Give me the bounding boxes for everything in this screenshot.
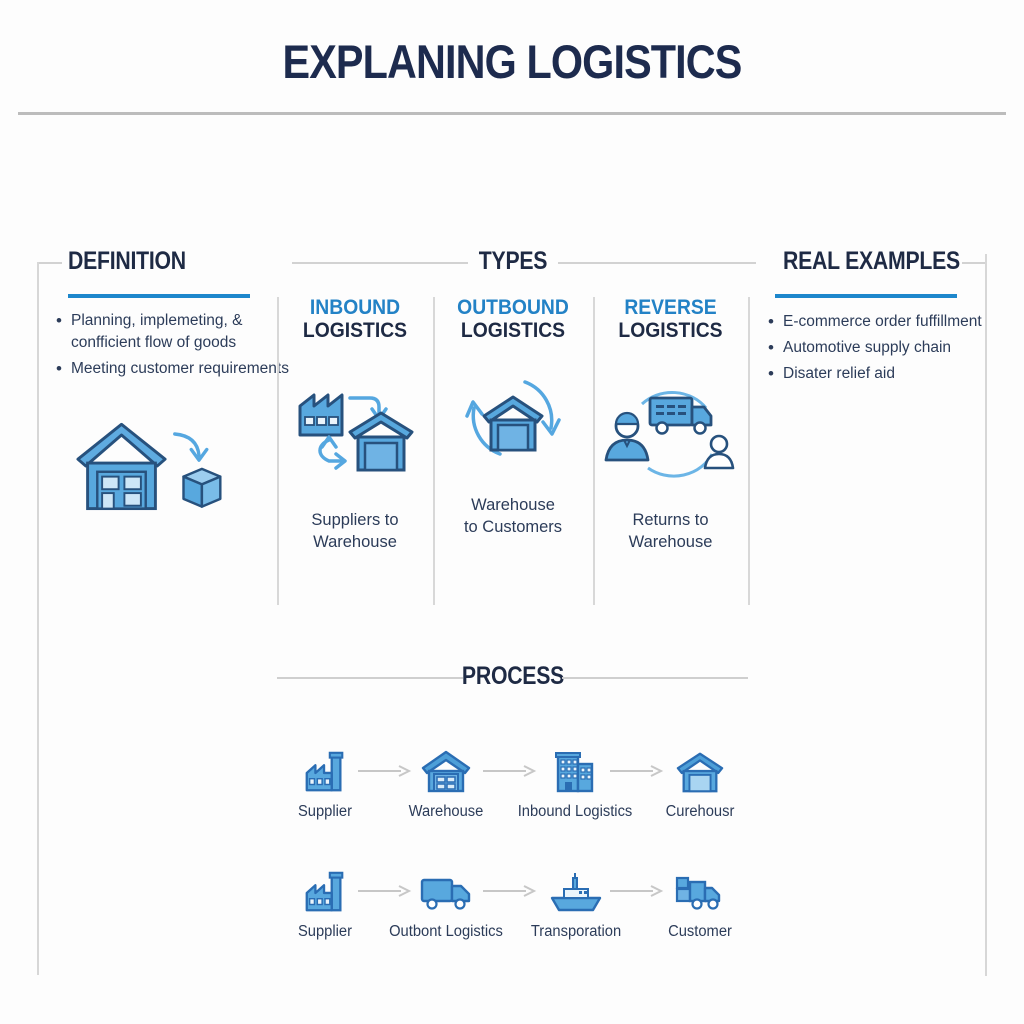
process-step: Supplier — [250, 742, 400, 821]
types-heading: TYPES — [478, 247, 548, 275]
process-step: Supplier — [250, 862, 400, 941]
type-title-top: OUTBOUND — [457, 296, 569, 319]
type-title-top: REVERSE — [624, 296, 717, 319]
header-connector-left — [292, 262, 468, 264]
frame-left-vertical-line — [37, 262, 39, 975]
process-step-label: Supplier — [297, 923, 353, 940]
arrow-right-icon — [357, 764, 413, 778]
truck-icon — [371, 862, 521, 916]
arrow-right-icon — [482, 884, 538, 898]
process-step: Warehouse — [371, 742, 521, 821]
page-title: EXPLANING LOGISTICS — [282, 35, 743, 88]
type-title-top: INBOUND — [309, 296, 401, 319]
process-step-label: Inbound Logistics — [517, 803, 633, 820]
factory-icon — [250, 742, 400, 796]
definition-underline — [68, 294, 250, 298]
example-bullet: Disater relief aid — [768, 362, 1016, 386]
process-step: Customer — [625, 862, 775, 941]
process-step: Outbont Logistics — [371, 862, 521, 941]
types-divider — [277, 297, 279, 605]
process-step-label: Transporation — [530, 923, 622, 940]
type-column-outbound: OUTBOUND LOGISTICS Warehouse to Customer… — [435, 296, 591, 608]
warehouse-icon — [371, 742, 521, 796]
warehouse-door-icon — [625, 742, 775, 796]
definition-bullet: Meeting customer requirements — [56, 357, 292, 381]
process-step: Transporation — [501, 862, 651, 941]
process-step-label: Curehousr — [665, 803, 735, 820]
process-step: Inbound Logistics — [500, 742, 650, 821]
type-caption: Warehouse to Customers — [463, 496, 563, 536]
definition-bullet-list: Planning, implemeting, & confficient flo… — [56, 309, 292, 384]
process-heading: PROCESS — [461, 662, 565, 690]
frame-right-vertical-line — [985, 254, 987, 976]
types-divider — [748, 297, 750, 605]
type-caption: Returns to Warehouse — [628, 511, 713, 551]
process-step-label: Supplier — [297, 803, 353, 820]
process-step-label: Outbont Logistics — [389, 923, 503, 940]
delivery-truck-icon — [625, 862, 775, 916]
types-divider — [433, 297, 435, 605]
header-connector-right — [558, 262, 756, 264]
process-line-left — [277, 677, 463, 679]
type-title-bottom: LOGISTICS — [618, 319, 723, 343]
examples-underline — [775, 294, 957, 298]
type-title-bottom: LOGISTICS — [460, 319, 566, 343]
process-step-label: Customer — [668, 923, 732, 940]
type-column-reverse: REVERSE LOGISTICS — [595, 296, 746, 608]
warehouse-dispatch-icon — [75, 416, 230, 514]
frame-right-corner-line — [962, 262, 987, 264]
factory-icon — [250, 862, 400, 916]
examples-heading: REAL EXAMPLES — [783, 247, 960, 275]
examples-bullet-list: E-commerce order fuffillment Automotive … — [768, 310, 1016, 389]
process-step-label: Warehouse — [408, 803, 484, 820]
types-divider — [593, 297, 595, 605]
process-step: Curehousr — [625, 742, 775, 821]
definition-heading: DEFINITION — [68, 247, 186, 275]
arrow-right-icon — [609, 884, 665, 898]
office-building-icon — [500, 742, 650, 796]
frame-left-corner-line — [37, 262, 62, 264]
arrow-right-icon — [482, 764, 538, 778]
cargo-ship-icon — [501, 862, 651, 916]
arrow-right-icon — [357, 884, 413, 898]
factory-to-warehouse-icon — [290, 380, 420, 475]
definition-bullet: Planning, implemeting, & confficient flo… — [56, 309, 292, 354]
example-bullet: Automotive supply chain — [768, 336, 1016, 360]
type-title-bottom: LOGISTICS — [302, 319, 408, 343]
warehouse-cycle-icon — [457, 368, 569, 468]
process-line-right — [562, 677, 748, 679]
example-bullet: E-commerce order fuffillment — [768, 310, 1016, 334]
type-caption: Suppliers to Warehouse — [311, 511, 399, 551]
title-divider — [18, 112, 1006, 115]
returns-to-warehouse-icon — [600, 382, 742, 480]
arrow-right-icon — [609, 764, 665, 778]
type-column-inbound: INBOUND LOGISTICS Suppliers to Warehouse — [279, 296, 431, 608]
